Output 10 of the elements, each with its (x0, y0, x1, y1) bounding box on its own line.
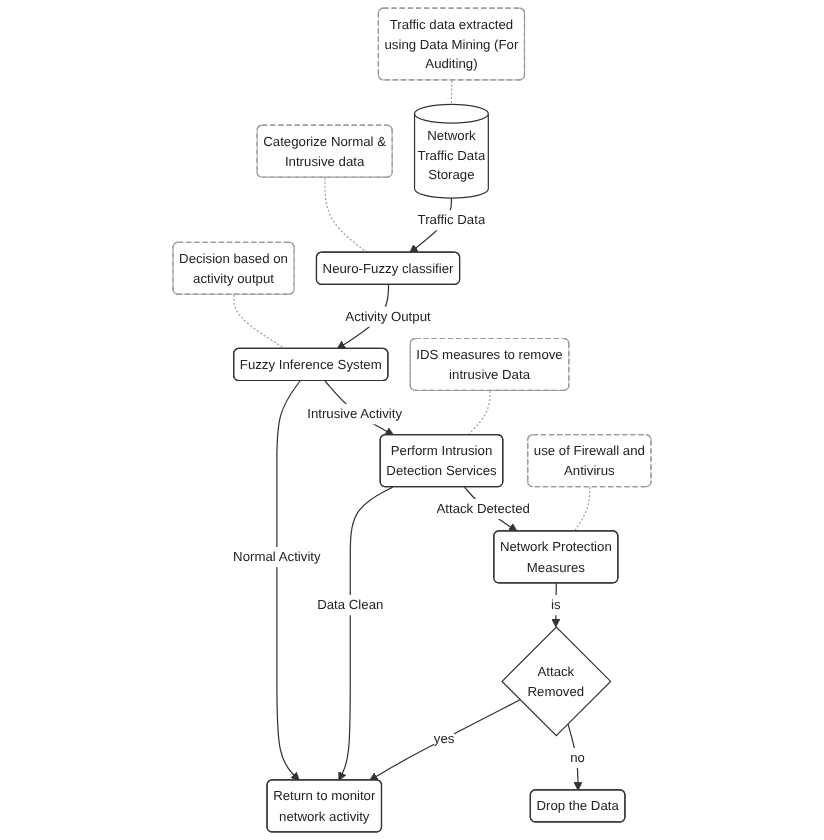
arrow (338, 486, 394, 781)
arrow (276, 380, 301, 781)
arrow (551, 582, 561, 628)
arrow (567, 723, 583, 791)
connector (324, 177, 368, 254)
connector (573, 486, 591, 532)
connector (233, 294, 287, 350)
arrow (369, 699, 521, 781)
connector (450, 79, 453, 105)
connector (467, 390, 491, 436)
